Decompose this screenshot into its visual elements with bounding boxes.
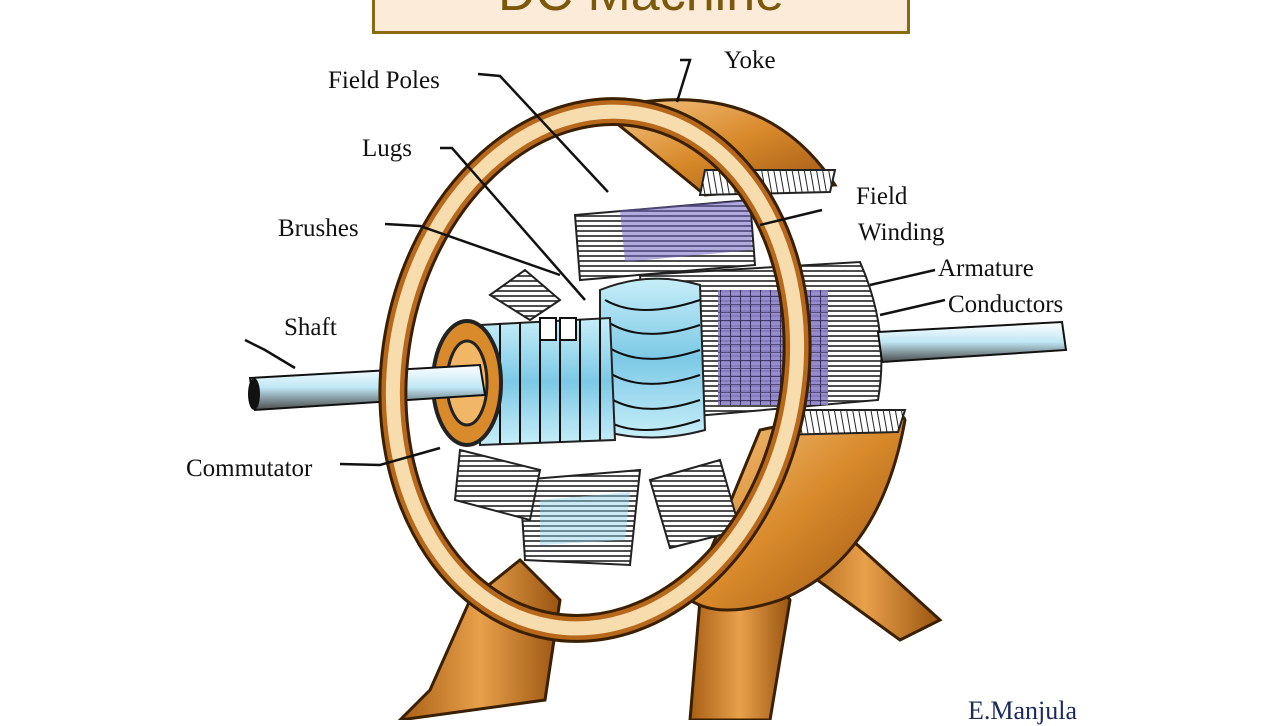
label-shaft: Shaft — [284, 314, 337, 341]
label-commutator: Commutator — [186, 455, 313, 482]
brush-assembly — [488, 268, 577, 341]
field-pole-top — [573, 198, 757, 282]
label-field-poles: Field Poles — [328, 67, 440, 94]
machine-legs — [397, 517, 943, 720]
yoke-ring — [378, 97, 812, 643]
shaft — [248, 320, 1068, 412]
title-banner: DC Machine — [372, 0, 910, 34]
label-brushes: Brushes — [278, 215, 359, 242]
label-armature-line2: Conductors — [948, 291, 1063, 318]
label-field-winding-line1: Field — [856, 183, 908, 210]
label-lugs: Lugs — [362, 135, 412, 162]
slide-title: DC Machine — [498, 0, 784, 19]
labels: Field Poles Yoke Lugs Field Winding Brus… — [186, 47, 1063, 482]
field-pole-bottom — [453, 448, 742, 567]
author-credit: E.Manjula — [968, 696, 1078, 725]
leader-lines — [244, 58, 946, 467]
label-armature-line1: Armature — [938, 255, 1034, 282]
label-field-winding-line2: Winding — [858, 219, 945, 246]
label-yoke: Yoke — [724, 47, 776, 74]
